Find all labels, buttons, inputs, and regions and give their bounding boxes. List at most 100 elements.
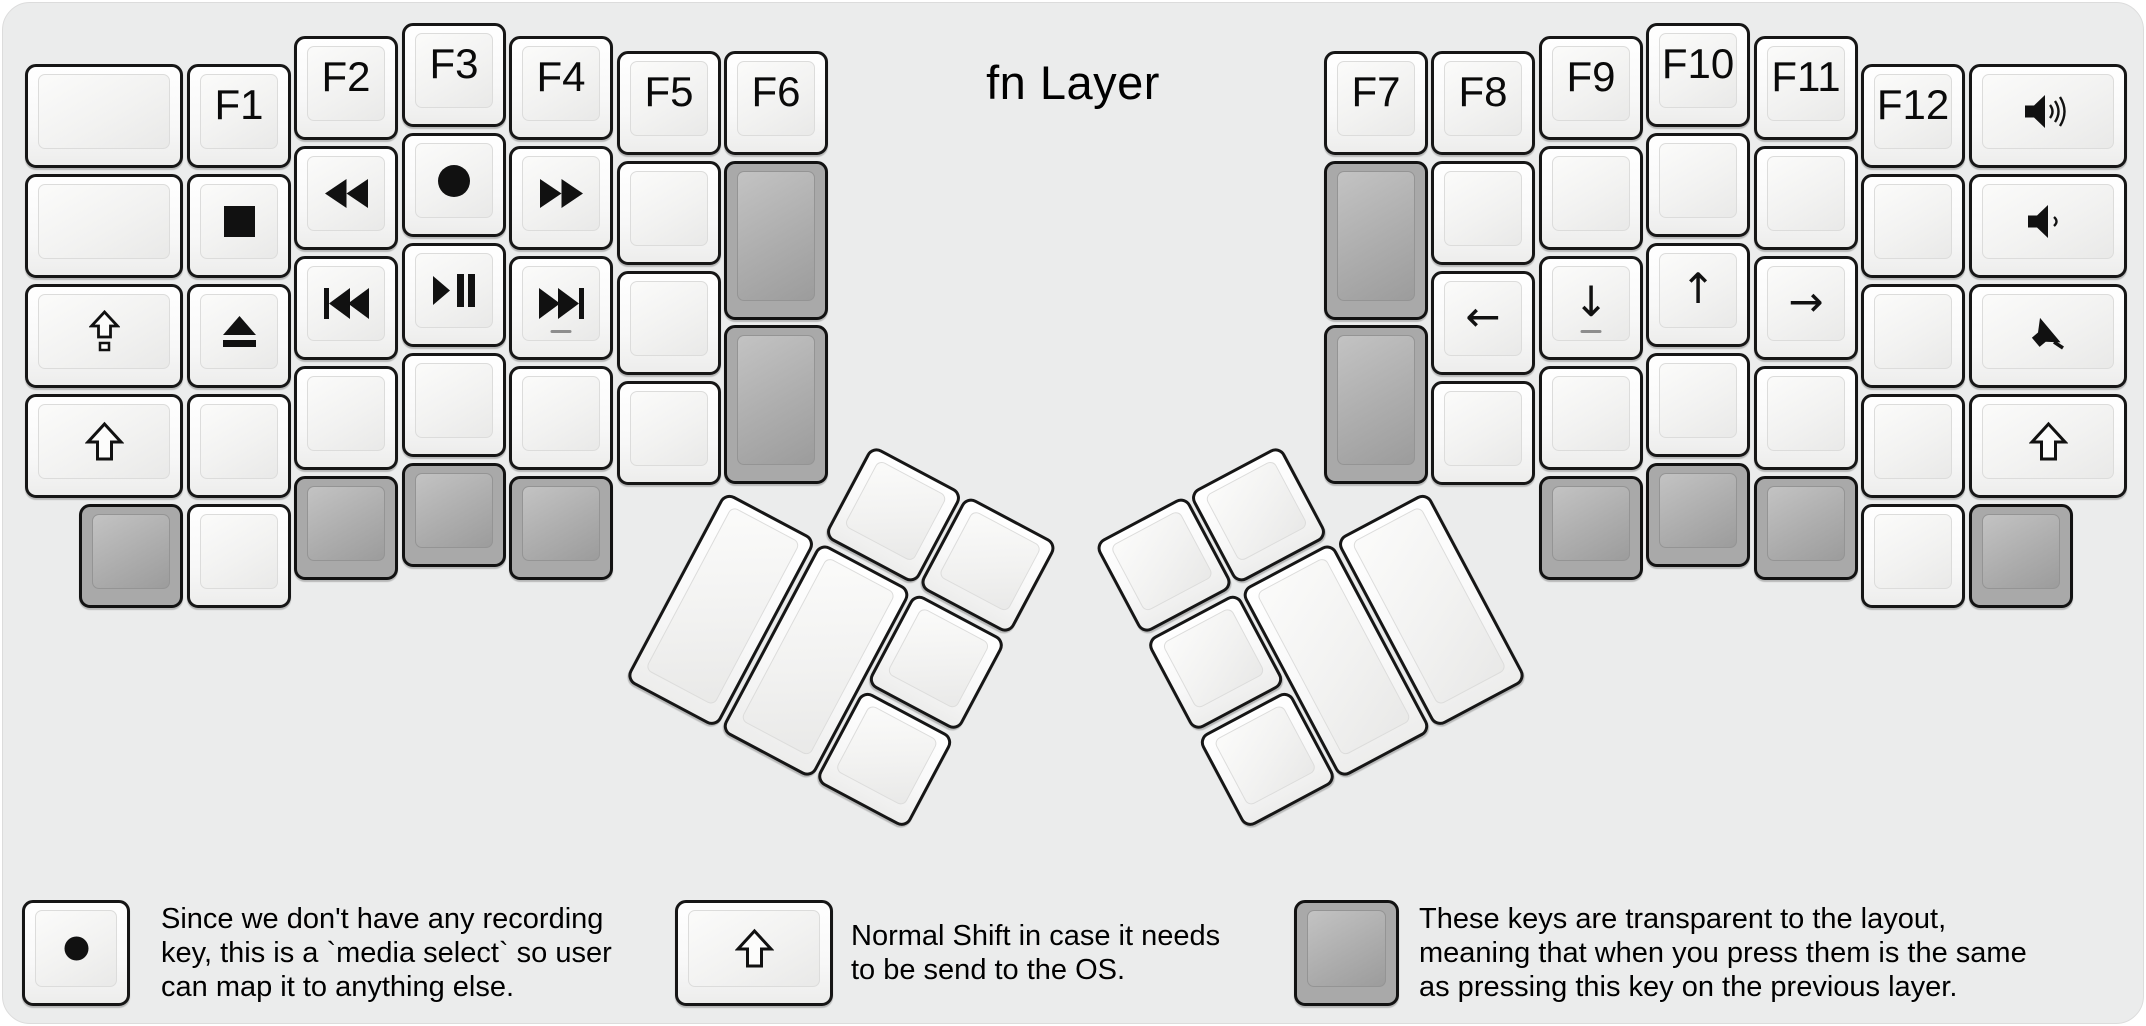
key-label: F5	[644, 67, 694, 115]
key-transparent	[1969, 504, 2073, 608]
record-icon	[63, 935, 90, 962]
key-label: F2	[321, 52, 371, 100]
keycap-top	[1337, 335, 1415, 465]
keycap-top	[1659, 363, 1737, 438]
keycap-top: F12	[1874, 74, 1952, 149]
keycap-top	[1659, 143, 1737, 218]
volume-down-icon	[2027, 204, 2069, 239]
keycap-top	[630, 171, 708, 246]
keycap-top	[415, 363, 493, 438]
keycap-top	[1874, 514, 1952, 589]
keycap-top	[38, 184, 170, 259]
keycap-top: ↓	[1552, 266, 1630, 341]
key-label: F4	[536, 52, 586, 100]
key-blank	[1861, 174, 1965, 278]
key-legend-media-select-key	[22, 900, 130, 1006]
key-label: F10	[1661, 39, 1735, 87]
fast-forward-icon	[539, 179, 583, 208]
key-blank	[1861, 394, 1965, 498]
keycap-top: F10	[1659, 33, 1737, 108]
key-transparent	[1324, 325, 1428, 484]
keycap-top	[415, 143, 493, 218]
key-rewind	[294, 146, 398, 250]
key-transparent	[509, 476, 613, 580]
keycap-top	[522, 486, 600, 561]
keycap-top: →	[1767, 266, 1845, 341]
key-f11: F11	[1754, 36, 1858, 140]
key-f1: F1	[187, 64, 291, 168]
keycap-top	[307, 486, 385, 561]
key-blank	[1861, 504, 1965, 608]
legend-text-line: to be send to the OS.	[851, 954, 1126, 986]
key-transparent	[1324, 161, 1428, 320]
key-f7: F7	[1324, 51, 1428, 155]
key-transparent	[724, 325, 828, 484]
keycap-top	[1982, 294, 2114, 369]
key-blank	[1754, 366, 1858, 470]
key-f6: F6	[724, 51, 828, 155]
key-blank	[1861, 284, 1965, 388]
key-transparent	[1646, 463, 1750, 567]
legend-text: These keys are transparent to the layout…	[1419, 900, 2027, 1006]
keycap-top	[1982, 514, 2060, 589]
play-pause-icon	[433, 274, 475, 307]
keycap-top	[1767, 376, 1845, 451]
keycap-top	[38, 294, 170, 369]
key-arrow-left: ←	[1431, 271, 1535, 375]
keycap-top: ↑	[1659, 253, 1737, 328]
keycap-top	[1767, 486, 1845, 561]
keycap-top	[307, 266, 385, 341]
key-blank	[25, 174, 183, 278]
keycap-top: F6	[737, 61, 815, 136]
legend-text-line: can map it to anything else.	[161, 971, 515, 1003]
layer-title: fn Layer	[986, 56, 1160, 109]
key-label: F3	[429, 39, 479, 87]
key-transparent	[724, 161, 828, 320]
key-blank	[1431, 161, 1535, 265]
keycap-top	[522, 376, 600, 451]
key-blank	[187, 394, 291, 498]
stop-icon	[223, 205, 256, 238]
keycap-top	[630, 391, 708, 466]
keycap-top: F3	[415, 33, 493, 108]
key-f10: F10	[1646, 23, 1750, 127]
keycap-top	[307, 156, 385, 231]
keycap-top	[200, 294, 278, 369]
keycap-top	[843, 459, 948, 563]
key-f8: F8	[1431, 51, 1535, 155]
key-prev-track	[294, 256, 398, 360]
keycap-top	[1552, 156, 1630, 231]
keycap-top	[886, 606, 991, 710]
keycap-top	[1982, 74, 2114, 149]
key-volume-down	[1969, 174, 2127, 278]
legend-text-line: as pressing this key on the previous lay…	[1419, 971, 1958, 1003]
keycap-top	[1337, 171, 1415, 301]
key-eject	[187, 284, 291, 388]
key-blank	[1646, 133, 1750, 237]
keycap-top	[415, 253, 493, 328]
key-transparent	[294, 476, 398, 580]
keycap-top	[522, 156, 600, 231]
keycap-top: F8	[1444, 61, 1522, 136]
caps-shift-icon	[88, 309, 120, 354]
key-record	[402, 133, 506, 237]
key-transparent	[402, 463, 506, 567]
key-blank	[402, 353, 506, 457]
legend-text-line: Normal Shift in case it needs	[851, 920, 1221, 952]
key-volume-mute	[1969, 284, 2127, 388]
key-stop	[187, 174, 291, 278]
rewind-icon	[324, 179, 368, 208]
keycap-top	[1204, 459, 1309, 563]
keycap-top	[737, 335, 815, 465]
key-blank	[1646, 353, 1750, 457]
keycap-top: F11	[1767, 46, 1845, 121]
keycap-top	[1213, 703, 1318, 807]
keycap-top	[938, 509, 1043, 613]
legend-text-line: meaning that when you press them is the …	[1419, 937, 2027, 969]
key-blank	[509, 366, 613, 470]
keycap-top	[92, 514, 170, 589]
down-arrow-icon: ↓	[1573, 276, 1609, 326]
keycap-top	[1444, 171, 1522, 246]
keycap-top	[1874, 184, 1952, 259]
